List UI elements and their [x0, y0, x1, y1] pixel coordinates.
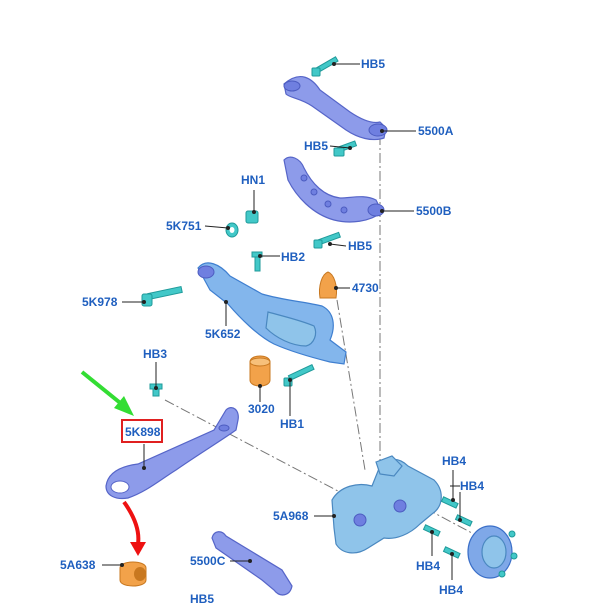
camber-arm-5500b — [283, 156, 385, 223]
label-5a968: 5A968 — [273, 509, 309, 523]
label-hb5-bottom: HB5 — [190, 592, 214, 603]
label-hb4-d: HB4 — [439, 583, 463, 597]
lower-control-arm-5k652 — [197, 262, 347, 365]
label-hn1: HN1 — [241, 173, 265, 187]
bolt-hb5-mid — [333, 140, 358, 157]
label-5k751: 5K751 — [166, 219, 202, 233]
link-end — [218, 424, 230, 432]
mount-hole — [393, 499, 407, 513]
bushing-5a638 — [119, 561, 147, 587]
bolt-hb2 — [251, 251, 263, 272]
bump-stop-4730 — [319, 271, 337, 299]
label-5k652: 5K652 — [205, 327, 241, 341]
washer-5k751 — [225, 222, 239, 238]
lightening-hole — [324, 200, 332, 208]
bolt-hb4-a — [440, 496, 459, 509]
label-hb1: HB1 — [280, 417, 304, 431]
lightening-hole — [310, 188, 318, 196]
leader-lines — [102, 62, 462, 580]
label-hb2: HB2 — [281, 250, 305, 264]
label-hb4-b: HB4 — [460, 479, 484, 493]
lightening-hole — [340, 206, 348, 214]
trailing-link-5k898 — [105, 407, 239, 500]
label-5500c: 5500C — [190, 554, 226, 568]
label-hb5-top: HB5 — [361, 57, 385, 71]
toe-link-5500c — [211, 531, 293, 596]
bushing-3020 — [249, 355, 271, 387]
spring-seat — [265, 311, 317, 347]
part-labels: HB5 5500A HB5 HN1 5500B 5K751 HB5 HB2 47… — [60, 57, 484, 603]
upper-arm-5500a — [283, 75, 388, 141]
label-5500a: 5500A — [418, 124, 454, 138]
highlight-box — [121, 419, 163, 443]
label-5a638: 5A638 — [60, 558, 96, 572]
label-hb4-a: HB4 — [442, 454, 466, 468]
label-3020: 3020 — [248, 402, 275, 416]
upper-mount — [375, 455, 403, 477]
bushing-eye — [283, 80, 301, 92]
label-hb5-lower: HB5 — [348, 239, 372, 253]
bushing-eye — [367, 203, 385, 217]
green-arrow — [80, 370, 134, 416]
bolt-hb4-b — [454, 514, 473, 527]
label-hb3: HB3 — [143, 347, 167, 361]
bolt-hb1 — [283, 364, 315, 387]
wheel-hub — [467, 525, 518, 579]
knuckle-5a968 — [331, 455, 442, 554]
mount-hole — [353, 513, 367, 527]
label-hb4-c: HB4 — [416, 559, 440, 573]
bushing-eye — [368, 123, 388, 137]
bolt-hb5-lower — [313, 231, 342, 249]
bushing-eye — [197, 265, 215, 279]
bushing-eye — [110, 480, 130, 494]
axis-line-vertical-mid — [336, 299, 366, 471]
bushings — [119, 271, 337, 587]
label-5500b: 5500B — [416, 204, 452, 218]
red-arrow — [122, 500, 146, 556]
bolt-hb5-top — [311, 56, 339, 77]
lightening-hole — [300, 174, 308, 182]
label-5k898: 5K898 — [125, 425, 161, 439]
nut-hn1 — [245, 210, 259, 224]
label-4730: 4730 — [352, 281, 379, 295]
label-5k978: 5K978 — [82, 295, 118, 309]
label-hb5-mid: HB5 — [304, 139, 328, 153]
bolt-5k978 — [141, 285, 183, 307]
